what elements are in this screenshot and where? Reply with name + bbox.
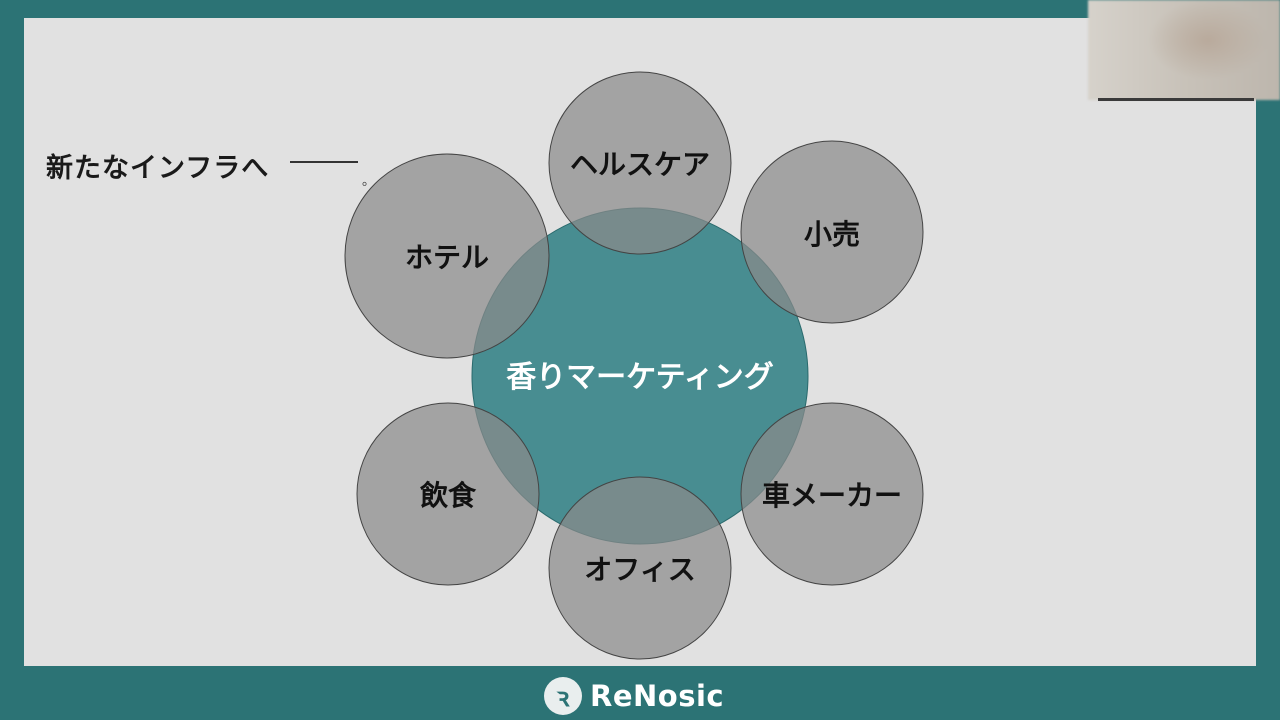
slide-headline: 新たなインフラへ	[46, 153, 270, 184]
node-label-hotel: ホテル	[405, 241, 489, 274]
brand-name: ReNosic	[590, 679, 725, 713]
center-label: 香りマーケティング	[506, 360, 774, 395]
footer-brand: ꝛ ReNosic	[544, 676, 724, 716]
node-restaurant: 飲食	[356, 402, 540, 586]
node-hotel: ホテル	[344, 153, 550, 359]
node-label-office: オフィス	[584, 553, 695, 586]
webcam-divider	[1098, 98, 1254, 101]
node-label-healthcare: ヘルスケア	[570, 148, 710, 181]
node-automaker: 車メーカー	[740, 402, 924, 586]
renosic-logo-icon: ꝛ	[544, 677, 582, 715]
node-retail: 小売	[740, 140, 924, 324]
node-label-retail: 小売	[804, 218, 860, 251]
node-label-automaker: 車メーカー	[762, 479, 902, 512]
presenter-webcam	[1088, 0, 1280, 100]
node-label-restaurant: 飲食	[420, 479, 477, 512]
headline-dash	[290, 161, 358, 163]
node-healthcare: ヘルスケア	[548, 71, 732, 255]
node-office: オフィス	[548, 476, 732, 660]
headline-period: 。	[362, 174, 376, 189]
